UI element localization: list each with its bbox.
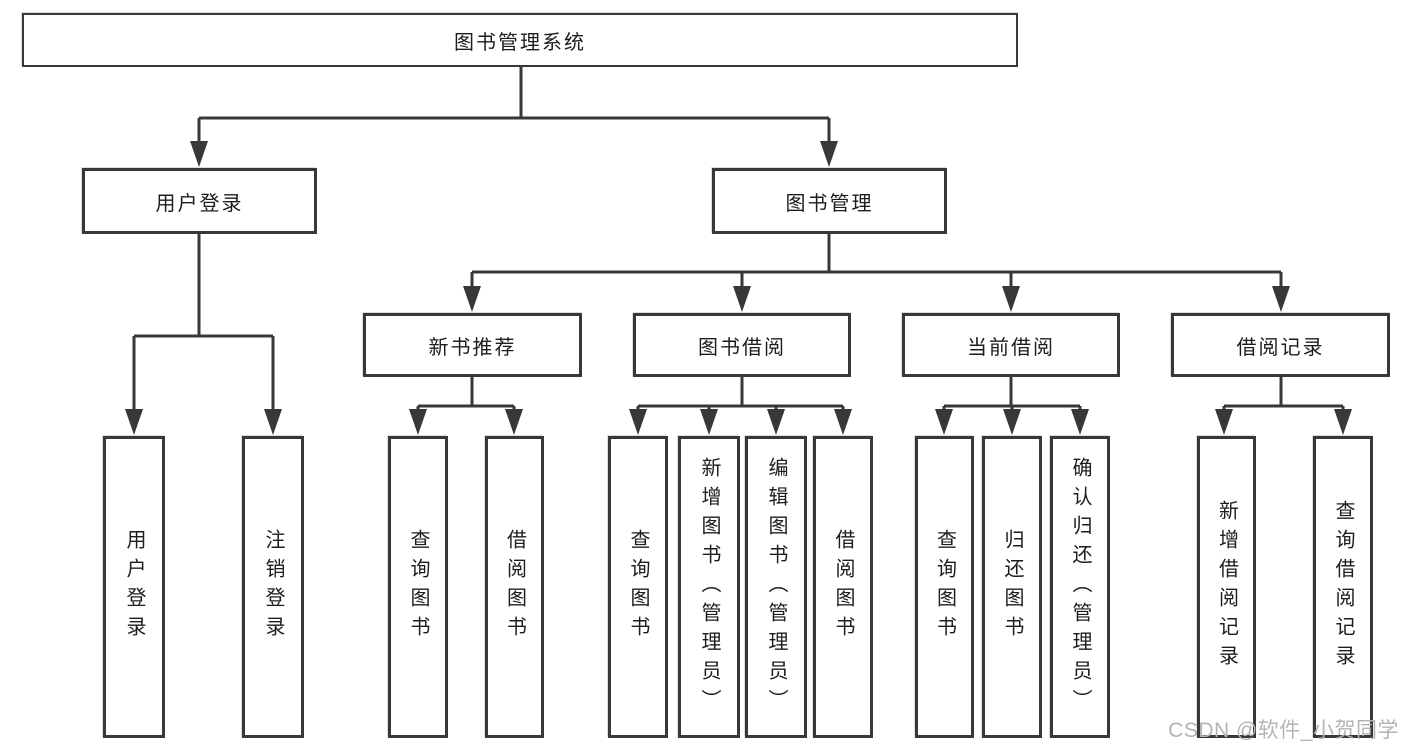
node-new-book-recommendation: 新书推荐 (363, 313, 582, 377)
leaf-add-books-admin: 新增图书（管理员） (678, 436, 740, 738)
node-label: 当前借阅 (967, 336, 1055, 359)
leaf-query-borrow-record: 查询借阅记录 (1313, 436, 1373, 738)
leaf-return-books: 归还图书 (982, 436, 1042, 738)
node-label: 用户登录 (123, 529, 145, 645)
leaf-borrow-books: 借阅图书 (813, 436, 873, 738)
node-borrowing-records: 借阅记录 (1171, 313, 1390, 377)
leaf-logout: 注销登录 (242, 436, 304, 738)
leaf-user-login: 用户登录 (103, 436, 165, 738)
leaf-edit-books-admin: 编辑图书（管理员） (745, 436, 807, 738)
node-label: 归还图书 (1001, 529, 1023, 645)
leaf-add-borrow-record: 新增借阅记录 (1197, 436, 1256, 738)
leaf-borrow-books-recommend: 借阅图书 (485, 436, 544, 738)
node-book-borrowing: 图书借阅 (633, 313, 851, 377)
node-label: 新增借阅记录 (1215, 500, 1238, 674)
node-label: 新增图书（管理员） (698, 456, 720, 718)
leaf-query-books-recommend: 查询图书 (388, 436, 448, 738)
leaf-confirm-return-admin: 确认归还（管理员） (1050, 436, 1110, 738)
node-user-login: 用户登录 (82, 168, 317, 234)
node-label: 借阅图书 (503, 529, 526, 645)
node-label: 用户登录 (155, 192, 244, 215)
node-label: 借阅记录 (1236, 336, 1325, 359)
node-label: 借阅图书 (832, 529, 854, 645)
node-label: 新书推荐 (428, 336, 517, 359)
node-library-management-system: 图书管理系统 (22, 13, 1018, 67)
node-label: 查询图书 (933, 529, 956, 645)
node-label: 查询借阅记录 (1332, 500, 1354, 674)
node-label: 编辑图书（管理员） (765, 456, 787, 718)
csdn-watermark: CSDN @软件_小贺同学 (1168, 719, 1399, 742)
node-label: 图书管理系统 (454, 31, 586, 54)
node-label: 图书借阅 (698, 336, 786, 359)
node-label: 图书管理 (785, 192, 874, 215)
node-label: 确认归还（管理员） (1069, 456, 1091, 718)
leaf-query-books-current: 查询图书 (915, 436, 974, 738)
node-book-management: 图书管理 (712, 168, 947, 234)
node-label: 查询图书 (407, 529, 429, 645)
node-label: 查询图书 (627, 529, 649, 645)
node-label: 注销登录 (262, 529, 284, 645)
node-current-borrowing: 当前借阅 (902, 313, 1120, 377)
leaf-query-books-borrow: 查询图书 (608, 436, 668, 738)
